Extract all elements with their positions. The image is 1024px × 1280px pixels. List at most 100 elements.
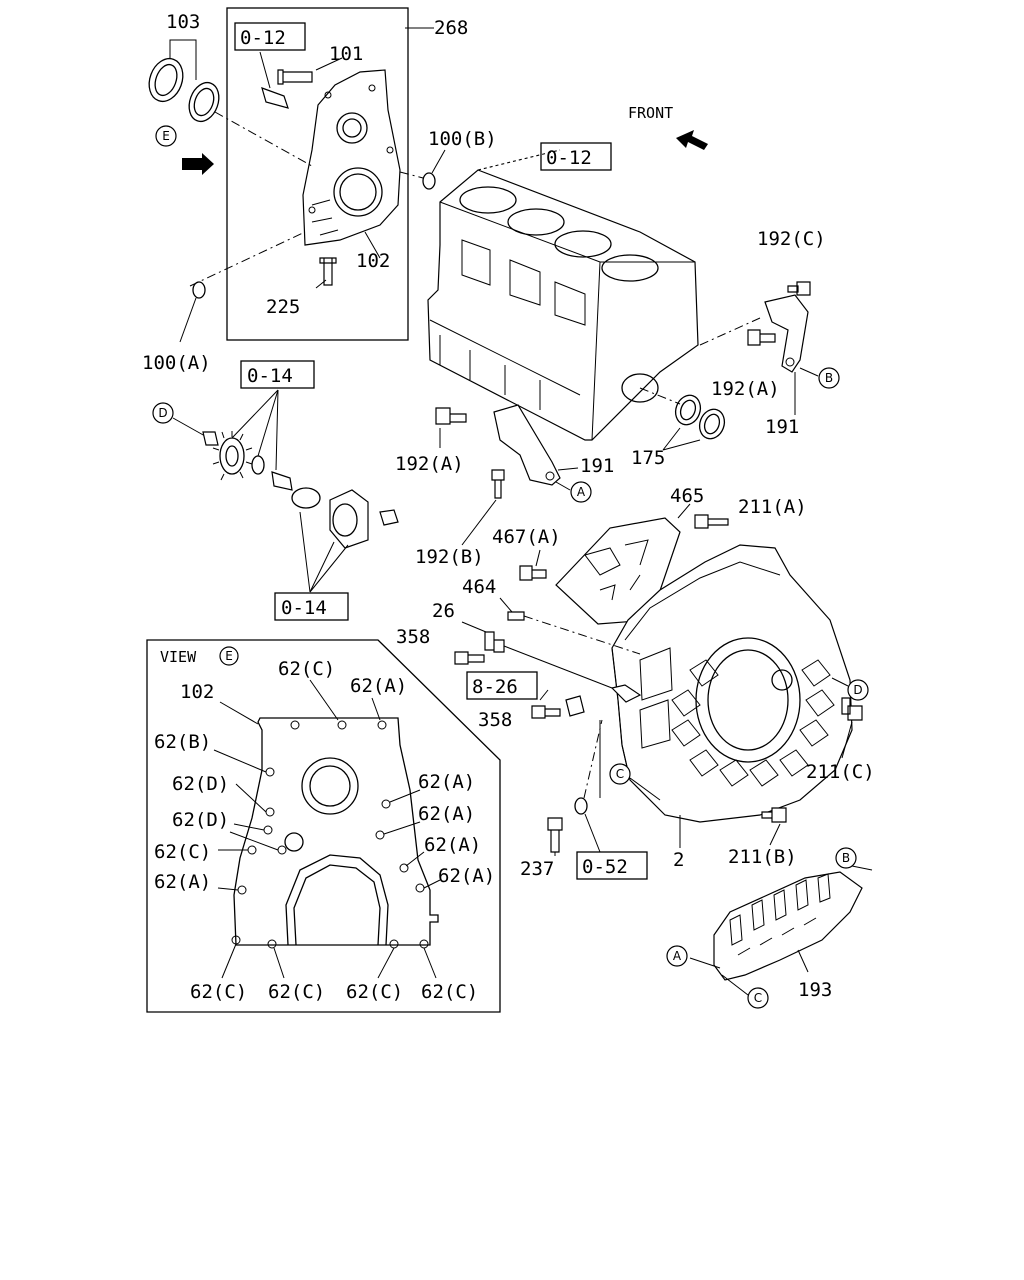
ref-0-12b: 0-12 [546,147,592,169]
ref-box-8-26 [466,671,538,700]
view-marker-e-text: E [225,649,233,663]
sensor-bracket [610,684,642,703]
label-103: 103 [166,11,200,33]
marker-a-mid [570,481,592,503]
marker-e-main [155,125,177,147]
marker-c-mid-text: C [616,767,624,781]
label-191-middle: 191 [580,455,614,477]
front-cover-plate [302,69,401,246]
label-268: 268 [434,17,468,39]
bolt-101 [277,69,313,85]
marker-b-right [818,367,840,389]
oil-seals-103 [148,39,313,167]
gear-washer [251,455,265,475]
view-label-62a-right-4: 62(A) [438,865,495,887]
view-label-102: 102 [180,681,214,703]
view-label-62a-left: 62(A) [154,871,211,893]
label-192c: 192(C) [757,228,826,250]
bolt-192a-right [747,329,776,346]
ref-box-0-14b [274,592,349,621]
cylinder-bore-2 [507,208,565,236]
ref-box-0-12b [540,142,612,171]
label-2: 2 [673,849,684,871]
oil-pump-body [329,489,369,549]
front-direction [676,130,708,150]
view-arrow-icon [182,153,214,175]
labels: 0-12 0-12 0-14 0-14 8-26 0-52 FRONT VIEW… [142,11,875,1003]
ref-0-52: 0-52 [582,856,628,878]
idler-gear [219,437,245,475]
cylinder-bore-4 [601,254,659,282]
label-464: 464 [462,576,496,598]
view-bolt-holes [231,720,429,949]
o-rings-100 [179,149,446,343]
engine-bracket-middle [493,404,561,486]
label-192a-middle: 192(A) [395,453,464,475]
view-leader-lines [213,679,441,979]
view-e-frame [146,639,501,1013]
front-arrow-icon [676,130,708,150]
dowel-464 [507,611,525,621]
bolt-225 [319,257,337,286]
bolt-211b [761,807,787,823]
ref-0-14a: 0-14 [247,365,293,387]
ref-0-14b: 0-14 [281,597,327,619]
view-marker-e [219,646,239,666]
washer-0-52 [574,797,588,815]
label-237: 237 [520,858,554,880]
crank-bore [621,373,659,403]
pump-bolt [379,509,399,526]
view-label-62c-bottom-2: 62(C) [268,981,325,1003]
cylinder-bore-3 [554,230,612,258]
cylinder-block-body [427,169,699,441]
bolt-358-lower [531,705,561,719]
marker-c-mid [609,763,631,785]
cover-seal-bore [336,112,368,144]
label-465: 465 [670,485,704,507]
view-label-62c-bottom-3: 62(C) [346,981,403,1003]
view-lower-bore [285,854,389,946]
marker-a-bottom-text: A [673,949,682,963]
housing-gasket-465 [555,517,681,625]
rear-oil-seals-175 [639,387,726,451]
label-211b: 211(B) [728,846,797,868]
view-cover-outline [233,717,439,946]
view-label-62c-top: 62(C) [278,658,335,680]
bolt-192a-middle [435,407,467,425]
marker-d-right [847,679,869,701]
cover-main-bore [333,167,383,217]
label-192a-right: 192(A) [711,378,780,400]
cover-193-body [713,871,863,981]
view-label-62a-right-1: 62(A) [418,771,475,793]
label-358-upper: 358 [396,626,430,648]
bracket-191-middle: A [435,404,592,546]
housing-ribs [671,659,835,787]
label-192b: 192(B) [415,546,484,568]
marker-d-top-text: D [158,406,167,420]
view-label-62a-right-2: 62(A) [418,803,475,825]
bolt-467a [519,565,547,581]
flywheel-housing: D C [454,503,869,856]
marker-d-top [152,402,174,424]
marker-a-bottom [666,945,688,967]
o-ring-100a [192,281,206,299]
view-label-62c-bottom-1: 62(C) [190,981,247,1003]
ref-box-0-52 [576,851,648,880]
rear-seal-outer [674,394,702,426]
label-467a: 467(A) [492,526,561,548]
ref-box-0-14a [240,360,315,389]
bolt-358-upper [454,651,485,665]
label-100a: 100(A) [142,352,211,374]
view-label-62d-2: 62(D) [172,809,229,831]
view-label-62a-right-3: 62(A) [424,834,481,856]
engine-bracket-right [764,294,809,373]
bracket-191-right: B [699,281,840,415]
cylinder-block [427,149,699,441]
marker-b-bottom-text: B [842,851,850,865]
bolt-211c [841,697,863,721]
housing-side-ribs [639,647,673,749]
marker-c-bottom [747,987,769,1009]
label-101: 101 [329,43,363,65]
bolt-211a [694,514,729,529]
view-label-62b: 62(B) [154,731,211,753]
